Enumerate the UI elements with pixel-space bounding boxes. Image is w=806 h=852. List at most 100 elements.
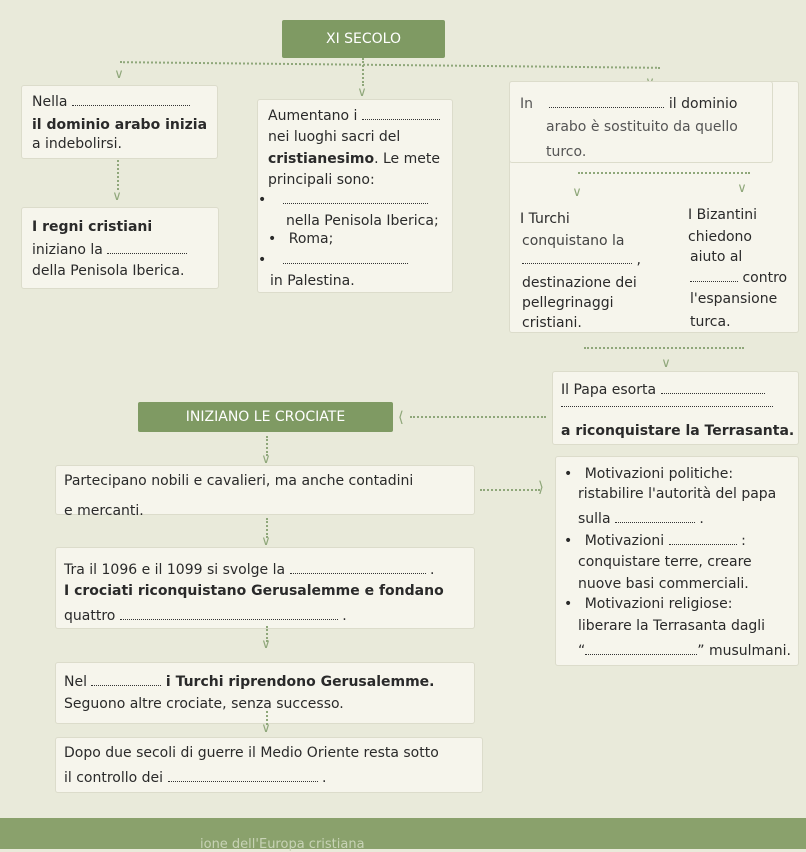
connector-line (578, 172, 750, 174)
box-prima-crociata: Tra il 1096 e il 1099 si svolge la . I c… (56, 548, 474, 628)
crociate-label: INIZIANO LE CROCIATE (185, 409, 346, 425)
economiche-title: Motivazioni (584, 533, 665, 549)
connector-line (480, 489, 540, 491)
chevron-down-icon: ∨ (261, 721, 271, 736)
contro-text: contro (742, 270, 788, 286)
chevron-down-icon: ∨ (261, 637, 271, 652)
luoghi-sacri-text: nei luoghi sacri del (268, 129, 401, 145)
box-papa: Il Papa esorta a riconquistare la Terras… (553, 372, 798, 444)
destinazione-text: destinazione dei (522, 275, 637, 291)
blank-field[interactable] (107, 240, 188, 254)
dominio-arabo-text: il dominio arabo inizia (32, 117, 208, 133)
seguono-text: Seguono altre crociate, senza successo. (64, 696, 344, 712)
turco-text: turco. (546, 144, 587, 160)
bullet-item: Motivazioni : (564, 531, 746, 551)
blank-field[interactable] (167, 768, 318, 782)
chevron-down-icon: ∨ (661, 356, 671, 371)
pellegrinaggi-text: pellegrinaggi (522, 295, 614, 311)
cristiani-text: cristiani. (522, 315, 582, 331)
sostituito-text: arabo è sostituito da quello (546, 119, 738, 135)
blank-field[interactable] (91, 672, 162, 686)
blank-field[interactable] (561, 406, 773, 407)
chevron-right-icon: ⟩ (538, 478, 544, 496)
chevron-down-icon: ∨ (737, 181, 747, 196)
open-quote: “ (578, 643, 586, 659)
roma-text: Roma; (288, 231, 334, 247)
chevron-down-icon: ∨ (261, 452, 271, 467)
box-medio-oriente: Dopo due secoli di guerre il Medio Orien… (56, 738, 482, 792)
box-in-turco: In il dominio arabo è sostituito da quel… (510, 82, 772, 162)
chevron-down-icon: ∨ (114, 67, 124, 82)
turchi-riprendono-text: i Turchi riprendono Gerusalemme. (165, 674, 435, 690)
controllo-text: il controllo dei (64, 770, 164, 786)
blank-field[interactable] (549, 94, 665, 108)
box-nella: Nella il dominio arabo inizia a indeboli… (22, 86, 217, 158)
bullet-item (258, 250, 408, 270)
blank-field[interactable] (614, 509, 695, 523)
blank-field[interactable] (660, 380, 765, 394)
basi-text: nuove basi commerciali. (578, 576, 749, 592)
blank-field[interactable] (71, 92, 190, 106)
crociati-text: I crociati riconquistano Gerusalemme e f… (64, 583, 444, 599)
chevron-down-icon: ∨ (112, 189, 122, 204)
blank-field[interactable] (289, 560, 426, 574)
bizantini-title: I Bizantini (688, 207, 758, 223)
papa-text: Il Papa esorta (561, 382, 657, 398)
blank-field[interactable] (585, 641, 698, 655)
connector-line (117, 160, 119, 190)
connector-line (410, 416, 546, 418)
blank-field[interactable] (690, 268, 738, 282)
connector-line (120, 61, 660, 69)
religiose-title: Motivazioni religiose: (584, 596, 733, 612)
bullet-item: Motivazioni religiose: (564, 595, 733, 614)
blank-field[interactable] (522, 250, 632, 264)
palestina-text: in Palestina. (270, 273, 355, 289)
tra-il-text: Tra il 1096 e il 1099 si svolge la (64, 562, 286, 578)
sulla-text: sulla (578, 511, 611, 527)
turchi-title: I Turchi (520, 211, 570, 227)
mercanti-text: e mercanti. (64, 503, 144, 519)
chevron-down-icon: ∨ (357, 85, 367, 100)
footer-band: ione dell'Europa cristiana (0, 818, 806, 852)
blank-field[interactable] (282, 190, 428, 204)
box-pellegrini: Aumentano i nei luoghi sacri del cristia… (258, 100, 452, 292)
chevron-down-icon: ∨ (572, 185, 582, 200)
aiuto-text: aiuto al (690, 249, 743, 265)
chevron-left-icon: ⟨ (398, 408, 404, 426)
blank-field[interactable] (119, 606, 338, 620)
espansione-text: l'espansione (690, 291, 778, 307)
box-regni-cristiani: I regni cristiani iniziano la della Peni… (22, 208, 218, 288)
bullet-item (258, 190, 428, 210)
aumentano-text: Aumentano i (268, 108, 358, 124)
blank-field[interactable] (668, 531, 737, 545)
box-gerusalemme: Nel i Turchi riprendono Gerusalemme. Seg… (56, 663, 474, 723)
musulmani-text: ” musulmani. (697, 643, 791, 659)
chiedono-text: chiedono (688, 229, 752, 245)
autorita-text: ristabilire l'autorità del papa (578, 486, 777, 502)
quattro-text: quattro (64, 608, 116, 624)
blank-field[interactable] (361, 106, 440, 120)
nella-label: Nella (32, 94, 68, 110)
connector-line (266, 711, 268, 725)
header-title: XI SECOLO (325, 31, 402, 47)
connector-line (266, 626, 268, 642)
indebolirsi-text: a indebolirsi. (32, 136, 122, 152)
bullet-item: Motivazioni politiche: (564, 465, 733, 484)
connector-line (266, 436, 268, 456)
regni-title: I regni cristiani (32, 219, 153, 235)
conquistare-text: conquistare terre, creare (578, 554, 752, 570)
in-text: In (520, 96, 534, 112)
chevron-down-icon: ∨ (261, 534, 271, 549)
due-secoli-text: Dopo due secoli di guerre il Medio Orien… (64, 745, 439, 761)
connector-line (584, 347, 744, 349)
box-motivazioni: Motivazioni politiche: ristabilire l'aut… (556, 457, 798, 665)
cristianesimo-text: cristianesimo (268, 151, 375, 167)
blank-field[interactable] (282, 250, 408, 264)
regni-text: iniziano la (32, 242, 103, 258)
footer-text: ione dell'Europa cristiana (200, 837, 365, 852)
nel-text: Nel (64, 674, 87, 690)
dominio-text: il dominio (668, 96, 738, 112)
box-partecipano: Partecipano nobili e cavalieri, ma anche… (56, 466, 474, 519)
terrasanta-text: a riconquistare la Terrasanta. (561, 423, 795, 439)
penisola-text: della Penisola Iberica. (32, 263, 185, 279)
